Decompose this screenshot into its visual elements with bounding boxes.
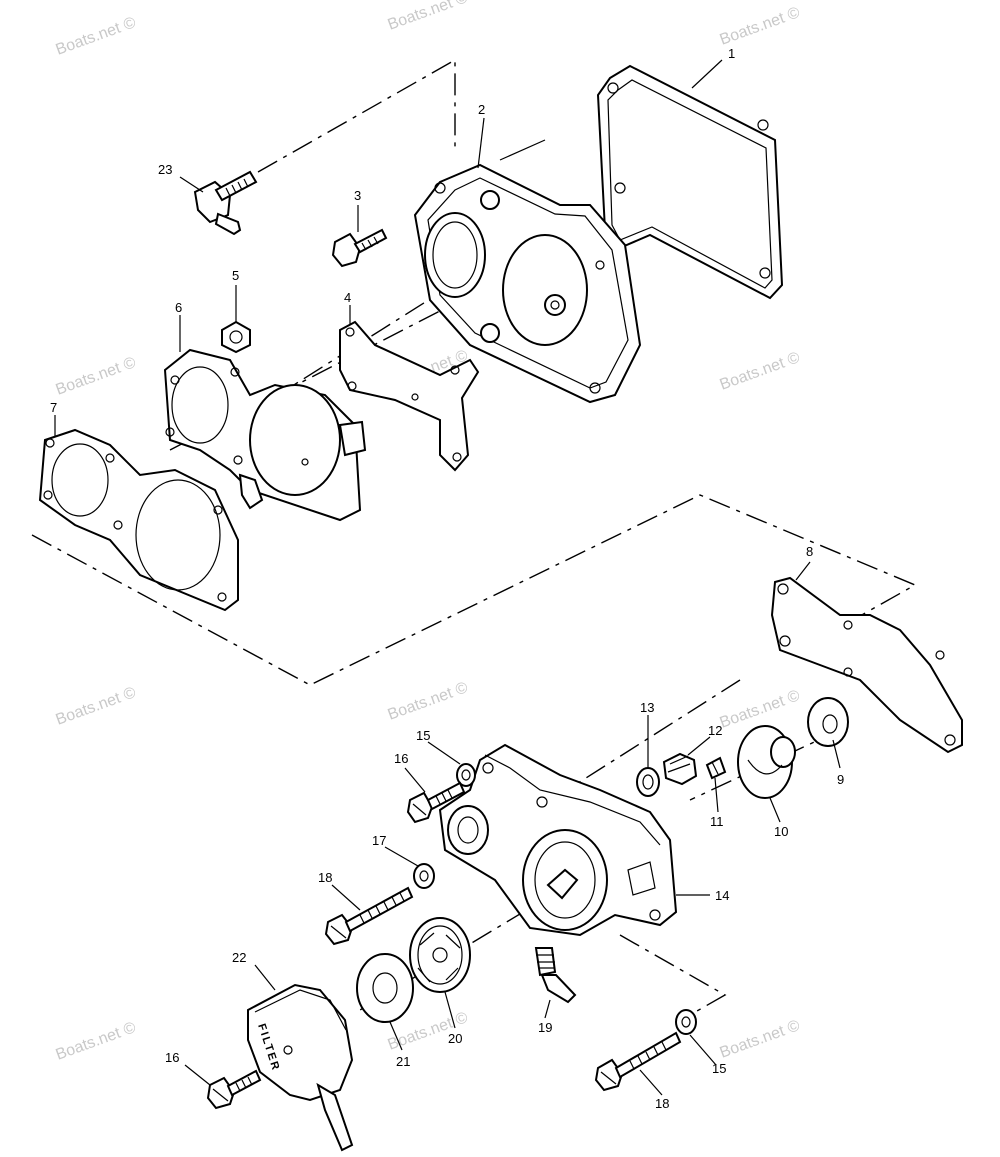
part-6-diaphragm-cover (163, 348, 367, 522)
part-22-filter-cover: FILTER (247, 983, 354, 1152)
callout-15-lower: 15 (712, 1061, 726, 1076)
callout-7: 7 (50, 400, 57, 415)
callout-9: 9 (837, 772, 844, 787)
callout-4: 4 (344, 290, 351, 305)
callout-5: 5 (232, 268, 239, 283)
watermark: Boats.net © (718, 4, 803, 49)
watermark: Boats.net © (386, 0, 471, 34)
watermark: Boats.net © (54, 14, 139, 59)
part-16-screw-lower (206, 1069, 262, 1110)
callout-17: 17 (372, 833, 386, 848)
part-11-small-screw (705, 756, 727, 780)
callout-18-upper: 18 (318, 870, 332, 885)
callout-21: 21 (396, 1054, 410, 1069)
part-10-cup (737, 725, 796, 799)
part-14-pump-housing (438, 743, 678, 937)
watermark: Boats.net © (54, 1019, 139, 1064)
callout-1: 1 (728, 46, 735, 61)
watermark: Boats.net © (54, 354, 139, 399)
callout-19: 19 (538, 1020, 552, 1035)
callout-labels: 1 2 3 4 5 6 7 8 9 10 11 12 13 14 15 15 1… (50, 46, 844, 1111)
callout-12: 12 (708, 723, 722, 738)
watermark: Boats.net © (386, 679, 471, 724)
part-21-washer (356, 953, 414, 1023)
part-4-bracket (339, 320, 480, 472)
watermark: Boats.net © (718, 1017, 803, 1062)
part-1-gasket (596, 64, 784, 300)
part-19-nipple-fitting (534, 947, 577, 1004)
part-16-screw (406, 781, 466, 824)
callout-2: 2 (478, 102, 485, 117)
callout-14: 14 (715, 888, 729, 903)
callout-16-lower: 16 (165, 1050, 179, 1065)
watermark: Boats.net © (718, 349, 803, 394)
callout-22: 22 (232, 950, 246, 965)
part-20-valve-disc (409, 917, 471, 993)
callout-15-upper: 15 (416, 728, 430, 743)
part-13-o-ring (636, 767, 660, 797)
part-23-elbow-fitting (193, 170, 258, 236)
part-9-washer (807, 697, 849, 747)
callout-20: 20 (448, 1031, 462, 1046)
part-7-gasket (38, 428, 239, 612)
callout-23: 23 (158, 162, 172, 177)
leader-lines (54, 59, 841, 1096)
part-17-lock-washer (413, 863, 435, 889)
part-18-long-screw (324, 886, 414, 946)
callout-6: 6 (175, 300, 182, 315)
callout-16-upper: 16 (394, 751, 408, 766)
callout-3: 3 (354, 188, 361, 203)
part-2-pump-cover (413, 139, 642, 404)
callout-13: 13 (640, 700, 654, 715)
watermark: Boats.net © (718, 687, 803, 732)
part-5-nut (221, 320, 251, 354)
callout-8: 8 (806, 544, 813, 559)
part-8-gasket (770, 576, 963, 754)
callout-10: 10 (774, 824, 788, 839)
part-18-long-screw-lower (594, 1031, 682, 1092)
part-15-lock-washer (456, 763, 476, 787)
part-3-bolt (331, 228, 388, 268)
callout-11: 11 (710, 814, 724, 829)
part-15-lock-washer-lower (675, 1009, 697, 1035)
part-12-fitting (662, 752, 698, 786)
watermark: Boats.net © (54, 684, 139, 729)
callout-18-lower: 18 (655, 1096, 669, 1111)
